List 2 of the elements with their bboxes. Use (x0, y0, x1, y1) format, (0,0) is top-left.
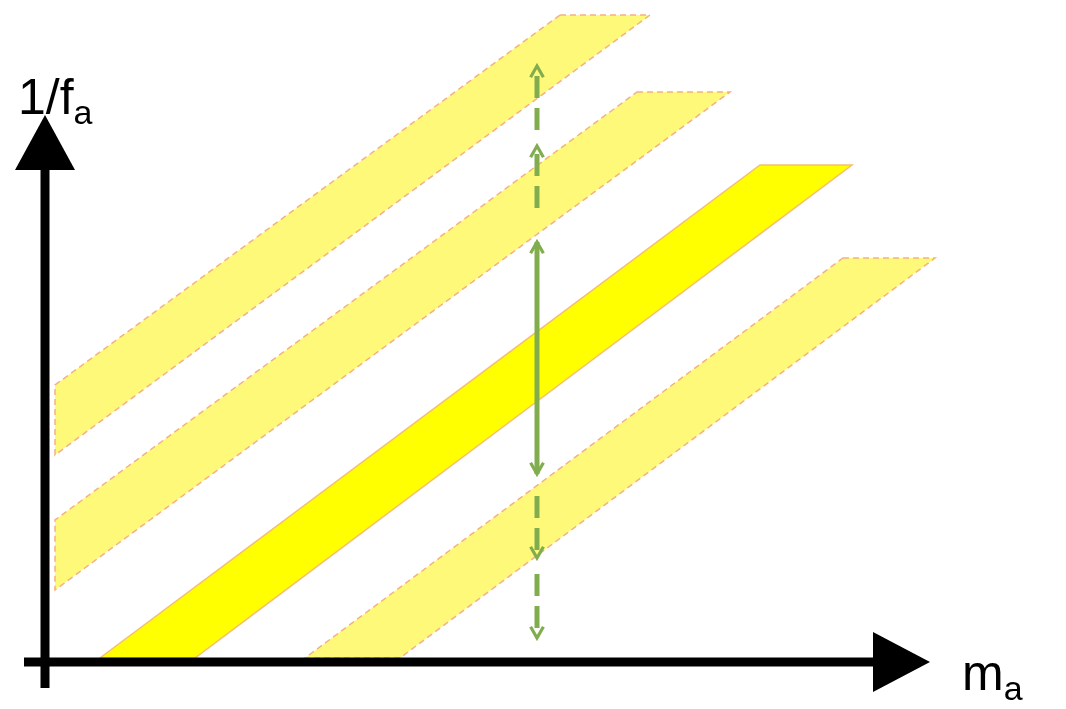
x-axis-label: m$_{a}$ (962, 648, 1023, 706)
y-axis-label: 1/f$_{a}$ (18, 72, 93, 130)
